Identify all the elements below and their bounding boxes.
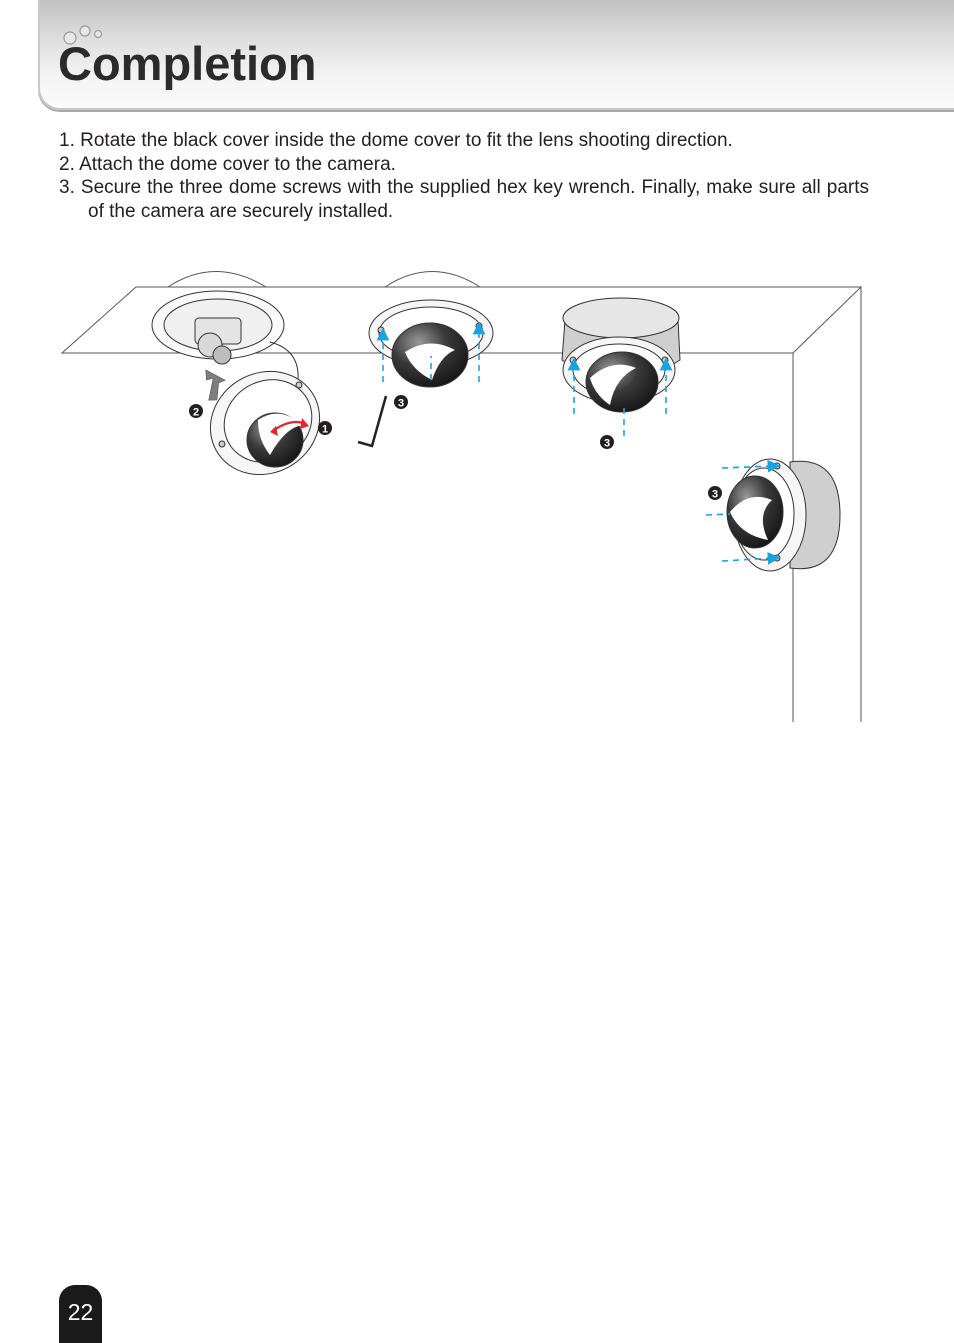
callout-step-1: 1 bbox=[318, 421, 332, 436]
callout-step-2: 2 bbox=[189, 404, 203, 419]
svg-text:3: 3 bbox=[712, 489, 718, 501]
step-2: 2. Attach the dome cover to the camera. bbox=[59, 153, 869, 177]
svg-text:3: 3 bbox=[398, 398, 404, 410]
installation-illustration: 2 1 3 3 3 bbox=[60, 271, 863, 722]
screw-direction-arrows-2 bbox=[567, 357, 673, 436]
step-1-number: 1. bbox=[59, 130, 75, 151]
ceiling-wall-outline bbox=[60, 271, 863, 722]
dome-ceiling-1 bbox=[368, 299, 494, 388]
dome-cover-tilted bbox=[209, 370, 321, 476]
callout-step-3c: 3 bbox=[708, 486, 722, 501]
step-1-text: Rotate the black cover inside the dome c… bbox=[80, 130, 733, 151]
header-band bbox=[38, 0, 954, 110]
callout-step-3a: 3 bbox=[394, 395, 408, 410]
bubbles-decoration-icon bbox=[63, 25, 103, 45]
callout-step-3b: 3 bbox=[600, 435, 614, 450]
hex-key-wrench-icon bbox=[357, 395, 388, 448]
camera-base-open bbox=[151, 290, 299, 381]
svg-text:2: 2 bbox=[193, 407, 199, 419]
step-3-number: 3. bbox=[59, 177, 75, 198]
screw-direction-arrows-1 bbox=[376, 321, 486, 382]
screw-direction-arrows-3 bbox=[705, 459, 781, 565]
page-number: 22 bbox=[67, 1299, 94, 1325]
rotate-arrowhead-icon bbox=[300, 418, 309, 429]
page-title: Completion bbox=[58, 37, 317, 90]
step-1: 1. Rotate the black cover inside the dom… bbox=[59, 129, 869, 153]
step-2-number: 2. bbox=[59, 153, 75, 175]
attach-arrow-icon bbox=[205, 369, 226, 401]
step-3: 3. Secure the three dome screws with the… bbox=[59, 176, 869, 223]
step-2-text: Attach the dome cover to the camera. bbox=[79, 153, 396, 175]
dome-ceiling-2 bbox=[561, 297, 681, 413]
instruction-steps: 1. Rotate the black cover inside the dom… bbox=[59, 129, 869, 223]
step-3-text: Secure the three dome screws with the su… bbox=[80, 177, 869, 222]
rotate-arrowtail-icon bbox=[270, 426, 278, 436]
svg-text:3: 3 bbox=[604, 438, 610, 450]
page-number-tab: 22 bbox=[59, 1285, 102, 1343]
dome-wall-mount bbox=[726, 458, 841, 572]
svg-text:1: 1 bbox=[322, 424, 328, 436]
